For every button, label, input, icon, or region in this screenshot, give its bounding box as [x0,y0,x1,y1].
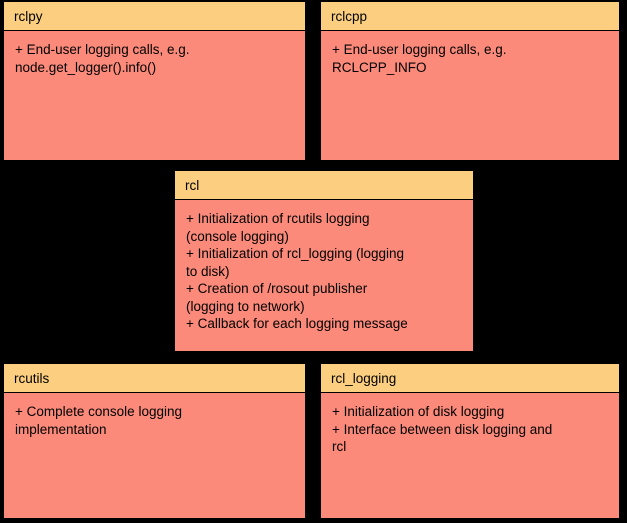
package-entry: + Initialization of rcl_logging (logging… [186,246,405,279]
package-title-rclpy: rclpy [4,2,305,31]
package-entry: + Initialization of disk logging [332,404,505,419]
package-title-rcl-logging: rcl_logging [321,364,619,393]
package-body-rclcpp: + End-user logging calls, e.g. RCLCPP_IN… [321,31,619,160]
package-entry: + Creation of /rosout publisher (logging… [186,281,368,314]
package-body-rcl: + Initialization of rcutils logging (con… [175,200,473,351]
package-entry: + Callback for each logging message [186,316,408,331]
package-body-rcl-logging: + Initialization of disk logging + Inter… [321,393,619,518]
package-entry: + Initialization of rcutils logging (con… [186,211,370,244]
package-title-rclcpp: rclcpp [321,2,619,31]
package-box-rclcpp[interactable]: rclcpp + End-user logging calls, e.g. RC… [320,1,620,161]
package-title-rcl: rcl [175,171,473,200]
package-body-rclpy: + End-user logging calls, e.g. node.get_… [4,31,305,160]
package-box-rcutils[interactable]: rcutils + Complete console logging imple… [3,363,306,519]
package-box-rcl-logging[interactable]: rcl_logging + Initialization of disk log… [320,363,620,519]
package-box-rclpy[interactable]: rclpy + End-user logging calls, e.g. nod… [3,1,306,161]
package-entry: + Complete console logging implementatio… [15,404,182,437]
package-entry: + Interface between disk logging and rcl [332,421,553,455]
package-title-rcutils: rcutils [4,364,305,393]
package-body-rcutils: + Complete console logging implementatio… [4,393,305,518]
package-entry: + End-user logging calls, e.g. RCLCPP_IN… [332,42,507,75]
package-entry: + End-user logging calls, e.g. node.get_… [15,42,190,75]
package-box-rcl[interactable]: rcl + Initialization of rcutils logging … [174,170,474,352]
